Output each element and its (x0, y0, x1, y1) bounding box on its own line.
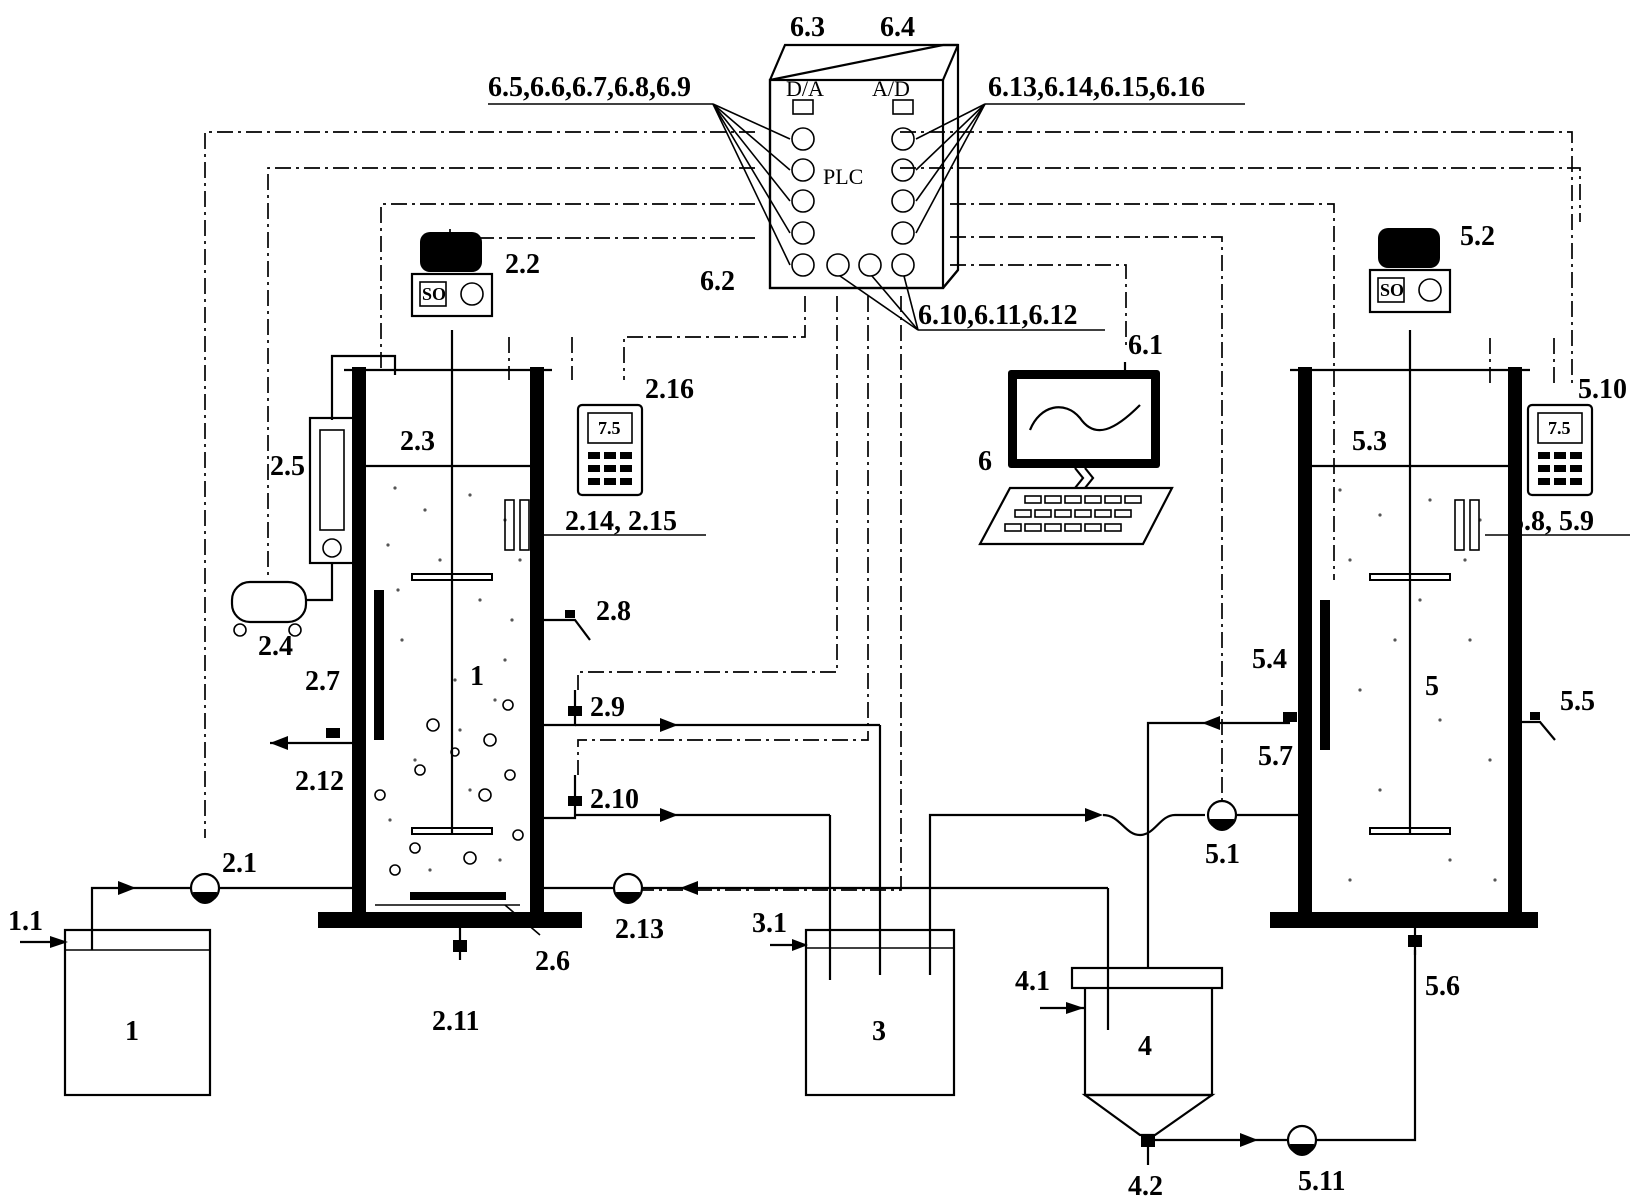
label-2-7: 2.7 (305, 666, 340, 697)
valve-icon (544, 775, 832, 980)
motor-2-2-display: SO (422, 284, 446, 304)
valve-icon (1141, 1133, 1288, 1165)
tank-3 (770, 808, 1200, 1097)
label-4-2: 4.2 (1128, 1171, 1163, 1199)
tap-icon (1522, 712, 1556, 741)
keyboard-icon (978, 486, 1174, 546)
tank-1 (20, 881, 212, 1097)
tank-3-label: 3 (872, 1016, 886, 1047)
flowmeter-icon (308, 354, 397, 590)
plc-label: PLC (823, 164, 863, 189)
valve-icon (270, 728, 352, 750)
label-3-1: 3.1 (752, 908, 787, 939)
label-2-11: 2.11 (432, 1006, 479, 1037)
meter-5-10-display: 7.5 (1548, 418, 1571, 438)
label-6-2: 6.2 (700, 266, 735, 297)
air-compressor-icon (230, 580, 334, 637)
label-2-9: 2.9 (590, 692, 625, 723)
label-2-2: 2.2 (505, 249, 540, 280)
valve-icon (1408, 928, 1422, 955)
motor-5-2-display: SO (1380, 280, 1404, 300)
control-signal-lines (204, 131, 1581, 891)
label-5-11: 5.11 (1298, 1166, 1345, 1197)
label-5-4: 5.4 (1252, 644, 1287, 675)
label-2-14-2-15: 2.14, 2.15 (565, 506, 677, 537)
label-da-outputs: 6.5,6.6,6.7,6.8,6.9 (488, 72, 691, 103)
label-5-3: 5.3 (1352, 426, 1387, 457)
label-5-1: 5.1 (1205, 839, 1240, 870)
reactor-5-label: 5 (1425, 671, 1439, 702)
motor-icon (410, 232, 494, 318)
label-2-6: 2.6 (535, 946, 570, 977)
valve-icon (1283, 712, 1297, 722)
label-ad-inputs: 6.13,6.14,6.15,6.16 (988, 72, 1205, 103)
label-2-10: 2.10 (590, 784, 639, 815)
pump-icon (544, 872, 1110, 1030)
label-2-8: 2.8 (596, 596, 631, 627)
tap-icon (544, 610, 591, 641)
label-2-4: 2.4 (258, 631, 293, 662)
da-label: D/A (786, 76, 824, 101)
ad-label: A/D (872, 76, 910, 101)
pump-icon (189, 872, 352, 904)
settler-4 (1040, 716, 1290, 1137)
pump-icon (1200, 799, 1310, 831)
meter-2-16-display: 7.5 (598, 418, 621, 438)
label-5-8-5-9: 5.8, 5.9 (1510, 506, 1594, 537)
label-5-2: 5.2 (1460, 221, 1495, 252)
pump-icon (1286, 950, 1417, 1156)
label-5-6: 5.6 (1425, 971, 1460, 1002)
plc-leader-lines (488, 103, 1245, 331)
computer-monitor-icon (1008, 362, 1160, 489)
reactor-1-label: 1 (470, 661, 484, 692)
label-2-3: 2.3 (400, 426, 435, 457)
label-1-1: 1.1 (8, 906, 43, 937)
label-2-12: 2.12 (295, 766, 344, 797)
motor-icon (1368, 228, 1452, 314)
settler-4-label: 4 (1138, 1031, 1152, 1062)
label-2-13: 2.13 (615, 914, 664, 945)
label-2-5: 2.5 (270, 451, 305, 482)
reactor-1 (318, 330, 582, 928)
label-5-5: 5.5 (1560, 686, 1595, 717)
label-6-3: 6.3 (790, 12, 825, 43)
label-5-10: 5.10 (1578, 374, 1627, 405)
label-4-1: 4.1 (1015, 966, 1050, 997)
reactor-5 (1270, 330, 1538, 928)
label-2-16: 2.16 (645, 374, 694, 405)
label-relay-outputs: 6.10,6.11,6.12 (918, 300, 1077, 331)
label-6-1: 6.1 (1128, 330, 1163, 361)
label-2-1: 2.1 (222, 848, 257, 879)
valve-icon (453, 928, 467, 960)
valve-icon (544, 690, 882, 975)
ph-meter-icon (1526, 403, 1594, 497)
label-5-7: 5.7 (1258, 741, 1293, 772)
tank-1-label: 1 (125, 1016, 139, 1047)
ph-meter-icon (576, 403, 644, 497)
label-6-4: 6.4 (880, 12, 915, 43)
label-6: 6 (978, 446, 992, 477)
